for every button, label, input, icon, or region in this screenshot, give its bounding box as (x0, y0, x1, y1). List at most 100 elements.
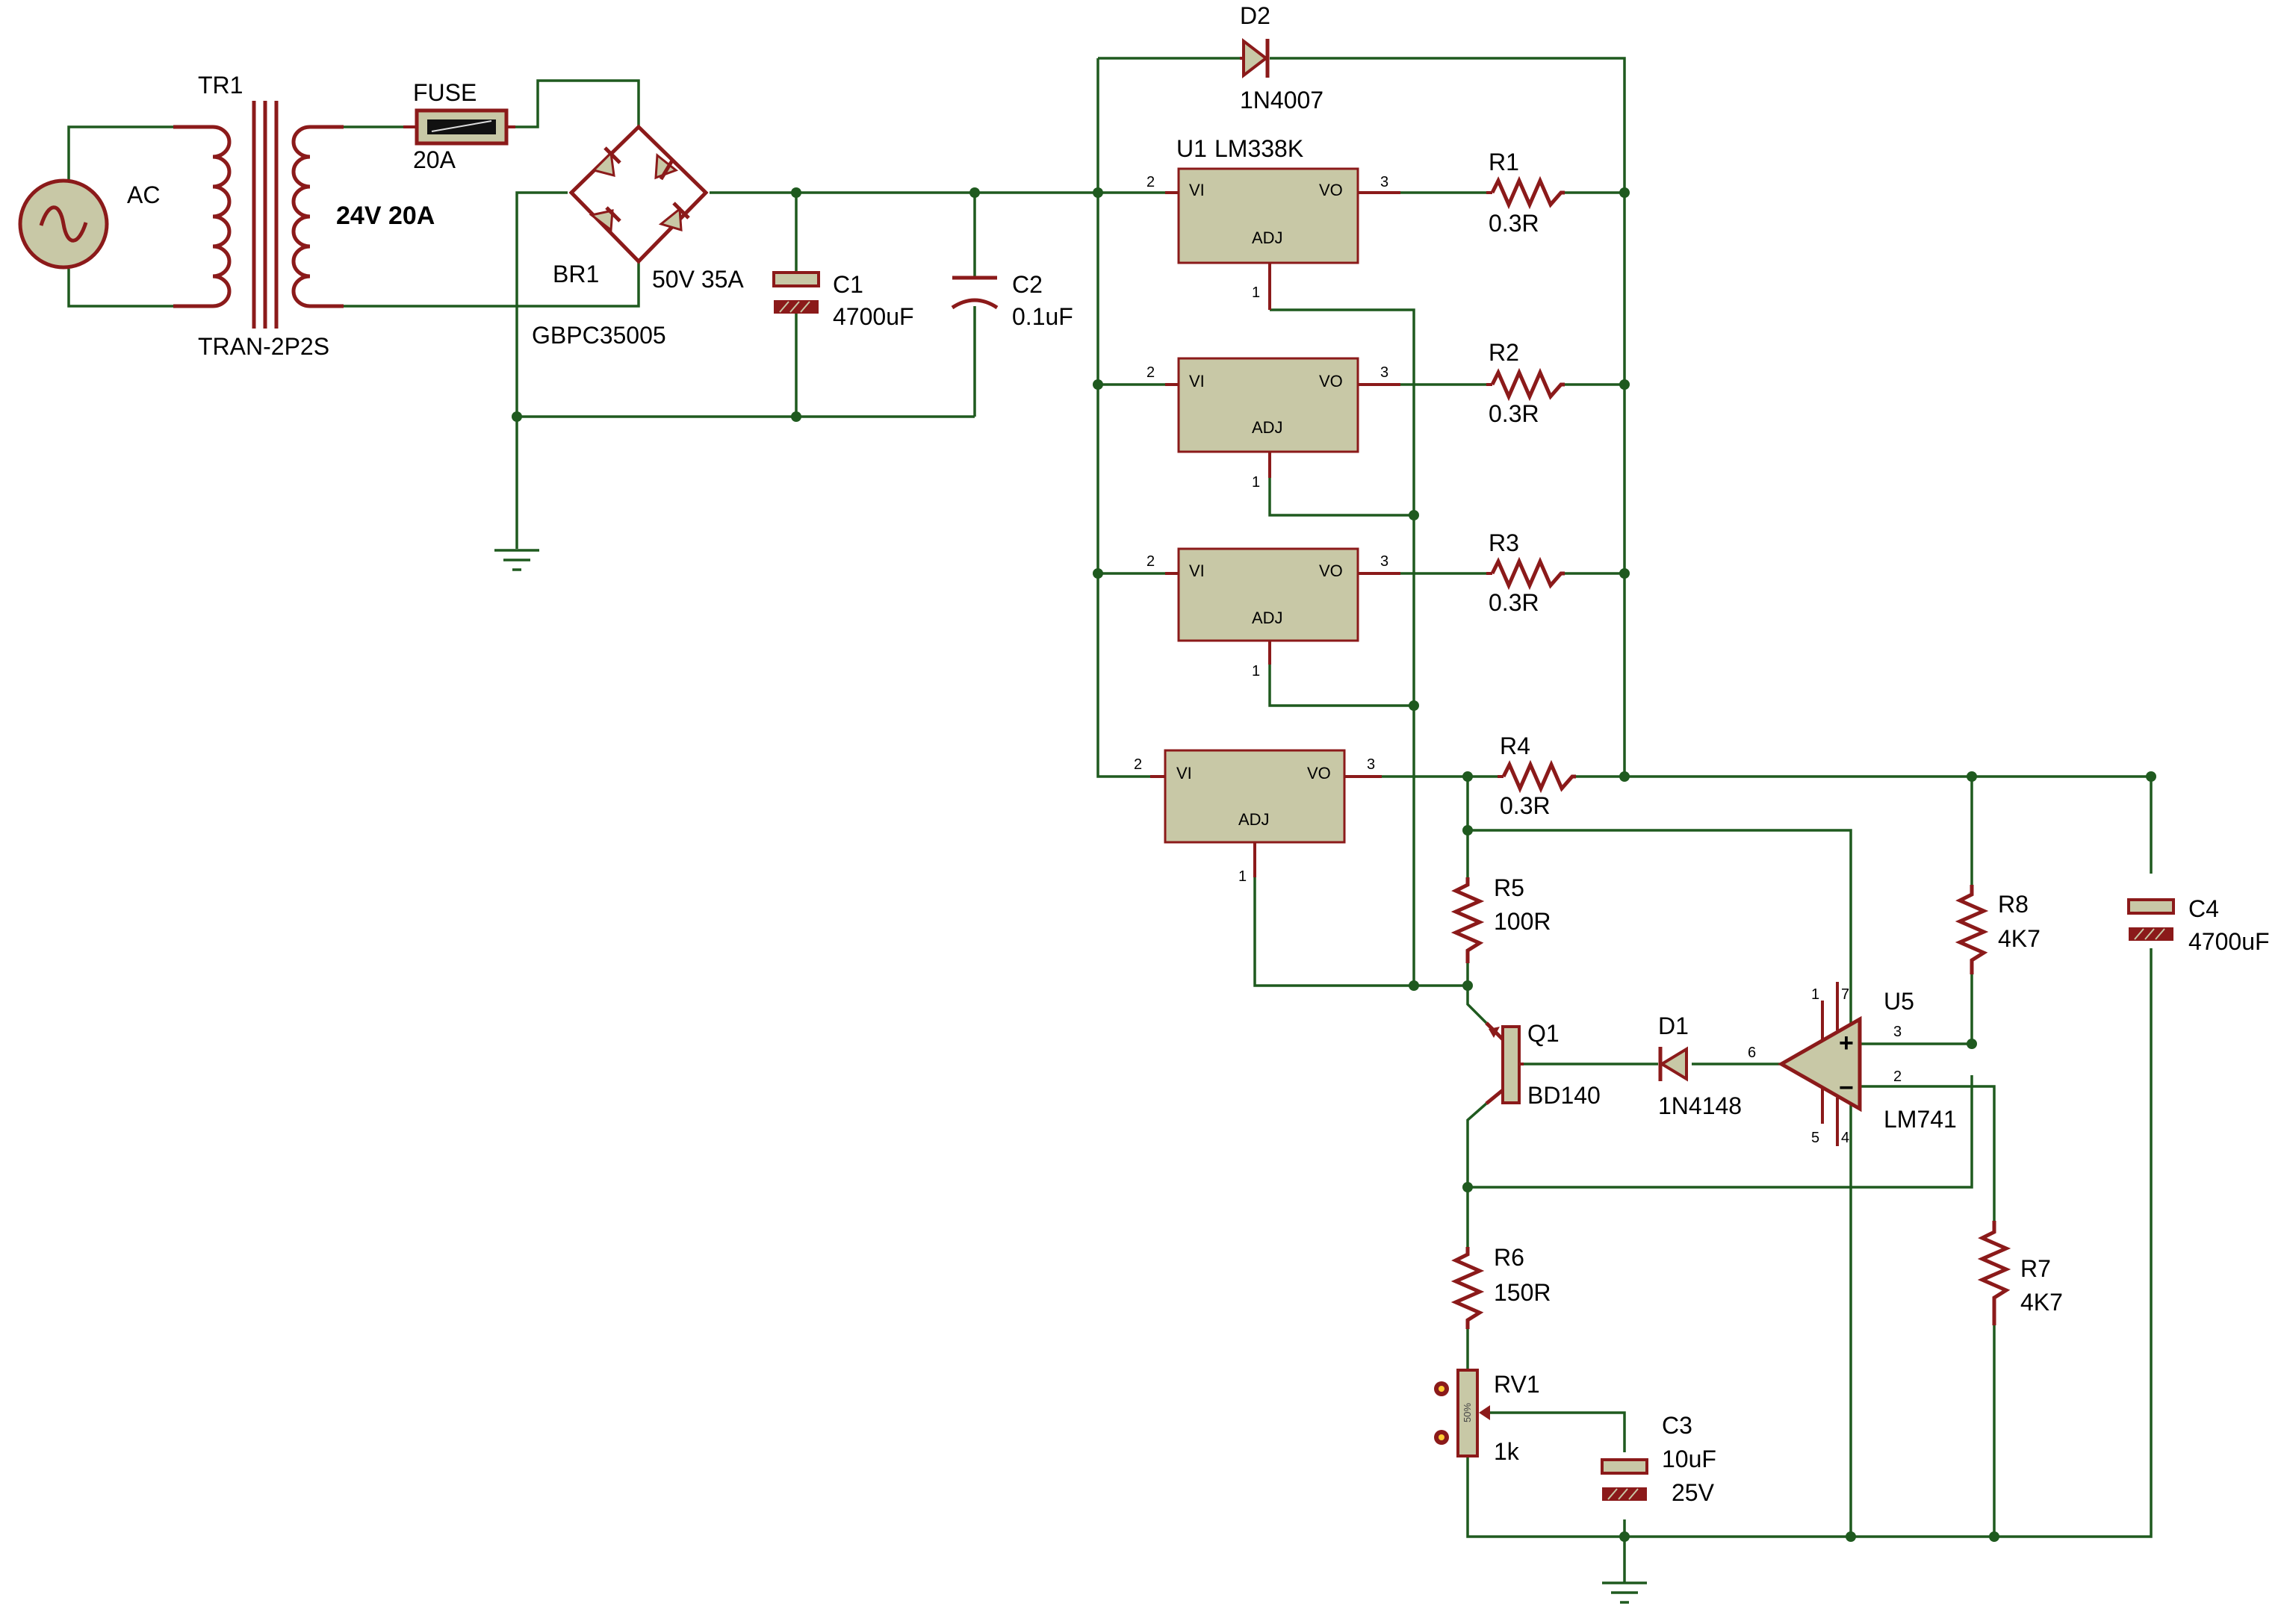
r8-value-label: 4K7 (1998, 925, 2041, 952)
c4-value-label: 4700uF (2188, 928, 2270, 955)
capacitor-c1: C1 4700uF (772, 271, 914, 330)
ac-source: AC (18, 178, 160, 270)
r3-value-label: 0.3R (1489, 589, 1539, 616)
pin-vo: 3 (1380, 364, 1388, 381)
resistor-r2: R2 0.3R (1486, 339, 1565, 427)
ground-symbol-2 (1602, 1581, 1647, 1604)
resistor-r7: R7 4K7 (1977, 1221, 2063, 1325)
r1-label: R1 (1489, 149, 1519, 175)
regulator-adj-label: ADJ (1252, 609, 1283, 627)
diode-d1: D1 1N4148 (1658, 1012, 1742, 1119)
pin-adj: 1 (1238, 868, 1247, 885)
transformer-tr1: TR1 TRAN-2P2S 24V 20A (173, 72, 435, 360)
r5-value-label: 100R (1494, 908, 1551, 935)
rv1-value-label: 1k (1494, 1438, 1520, 1465)
pin-vi: 2 (1146, 174, 1155, 190)
wires (67, 57, 2153, 1583)
resistor-r1: R1 0.3R (1486, 149, 1565, 237)
regulator-adj-label: ADJ (1252, 228, 1283, 247)
tr1-rating-label: 24V 20A (336, 202, 435, 230)
q1-label: Q1 (1527, 1020, 1560, 1047)
c4-label: C4 (2188, 895, 2219, 922)
d1-type-label: 1N4148 (1658, 1092, 1742, 1119)
resistor-r4: R4 0.3R (1498, 732, 1576, 819)
rv1-wiper-readout: 50% (1462, 1403, 1473, 1422)
opamp-pin-7: 7 (1841, 986, 1849, 1003)
regulator-vi-label: VI (1189, 372, 1205, 391)
regulator-vo-label: VO (1319, 181, 1343, 199)
fuse: FUSE 20A (403, 79, 515, 173)
br1-label: BR1 (553, 261, 599, 287)
capacitor-c2: C2 0.1uF (951, 271, 1073, 330)
opamp-minus-sign: − (1839, 1074, 1854, 1102)
u1-type-label: LM338K (1214, 135, 1303, 162)
c1-label: C1 (833, 271, 863, 298)
ac-label: AC (127, 181, 160, 208)
regulator-vi-label: VI (1176, 764, 1192, 783)
r4-value-label: 0.3R (1500, 792, 1551, 819)
c3-label: C3 (1662, 1412, 1692, 1439)
regulator-2: VI VO ADJ 2 3 1 (1146, 357, 1400, 491)
resistor-r5: R5 100R (1450, 874, 1551, 963)
tr1-type-label: TRAN-2P2S (198, 333, 329, 360)
d1-label: D1 (1658, 1012, 1689, 1039)
q1-type-label: BD140 (1527, 1082, 1601, 1109)
pin-vo: 3 (1380, 174, 1388, 190)
opamp-pin-4: 4 (1841, 1130, 1849, 1146)
r7-label: R7 (2020, 1255, 2051, 1282)
pin-adj: 1 (1252, 663, 1260, 679)
regulator-u1: VI VO ADJ 2 3 1 U1 LM338K (1146, 135, 1400, 310)
regulator-4: VI VO ADJ 2 3 1 (1134, 749, 1382, 885)
diode-d2: D2 1N4007 (1240, 2, 1323, 113)
regulator-vi-label: VI (1189, 561, 1205, 580)
r8-label: R8 (1998, 891, 2029, 918)
opamp-plus-sign: + (1839, 1029, 1854, 1057)
c3-value-label: 10uF (1662, 1446, 1716, 1472)
r6-label: R6 (1494, 1244, 1524, 1271)
pin-adj: 1 (1252, 284, 1260, 301)
fuse-value-label: 20A (413, 146, 456, 173)
regulator-vo-label: VO (1319, 561, 1343, 580)
r5-label: R5 (1494, 874, 1524, 901)
u5-type-label: LM741 (1884, 1106, 1957, 1133)
br1-rating-label: 50V 35A (652, 266, 744, 293)
opamp-pin-3: 3 (1893, 1024, 1902, 1040)
pin-vo: 3 (1367, 756, 1375, 773)
resistor-r3: R3 0.3R (1486, 529, 1565, 616)
r4-label: R4 (1500, 732, 1530, 759)
opamp-pin-2: 2 (1893, 1068, 1902, 1085)
regulator-vo-label: VO (1307, 764, 1331, 783)
d2-label: D2 (1240, 2, 1270, 29)
regulator-3: VI VO ADJ 2 3 1 (1146, 547, 1400, 679)
pin-adj: 1 (1252, 474, 1260, 491)
u1-label: U1 (1176, 135, 1207, 162)
regulator-vo-label: VO (1319, 372, 1343, 391)
regulator-adj-label: ADJ (1252, 418, 1283, 437)
r2-value-label: 0.3R (1489, 400, 1539, 427)
r7-value-label: 4K7 (2020, 1289, 2063, 1316)
r6-value-label: 150R (1494, 1279, 1551, 1306)
junctions (512, 187, 2156, 1542)
r2-label: R2 (1489, 339, 1519, 366)
ground-symbol-1 (494, 549, 539, 571)
pin-vi: 2 (1146, 553, 1155, 570)
d2-value-label: 1N4007 (1240, 87, 1323, 113)
br1-type-label: GBPC35005 (532, 322, 666, 349)
r3-label: R3 (1489, 529, 1519, 556)
c3-voltage-label: 25V (1672, 1479, 1715, 1506)
regulator-vi-label: VI (1189, 181, 1205, 199)
u5-label: U5 (1884, 988, 1914, 1015)
tr1-label: TR1 (198, 72, 243, 99)
opamp-u5: + − 7 1 3 2 6 5 4 U5 LM741 (1748, 982, 1957, 1146)
pin-vi: 2 (1146, 364, 1155, 381)
fuse-label: FUSE (413, 79, 477, 106)
opamp-pin-1: 1 (1811, 986, 1819, 1003)
pin-vi: 2 (1134, 756, 1142, 773)
r1-value-label: 0.3R (1489, 210, 1539, 237)
c2-label: C2 (1012, 271, 1043, 298)
resistor-r6: R6 150R (1450, 1244, 1551, 1329)
opamp-pin-6: 6 (1748, 1045, 1756, 1061)
capacitor-c3: C3 10uF 25V (1601, 1412, 1716, 1506)
rv1-label: RV1 (1494, 1371, 1540, 1398)
